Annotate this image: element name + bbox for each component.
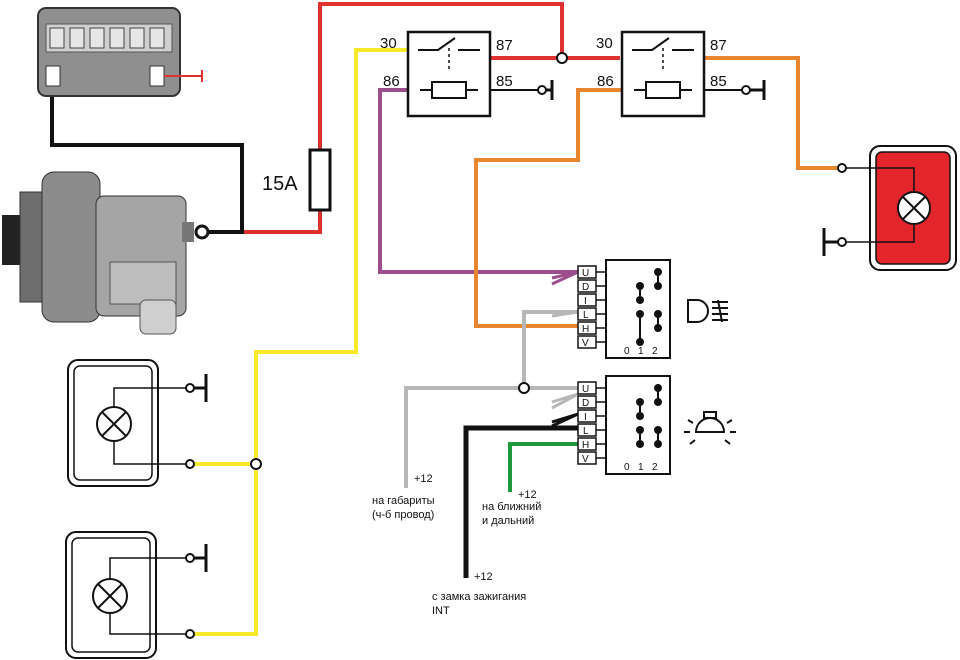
light-bulb-icon [684,411,736,445]
switch-lower-pin-v: V [582,454,589,465]
orange-wire-relay87-lamp [705,56,840,170]
gray-wire-hook-lower [551,392,579,410]
alternator [2,171,210,335]
note-parking-voltage: +12 [414,473,433,485]
yellow-wire-relay30-to-lamps [190,48,408,636]
black-wire-ignition [463,425,578,578]
purple-wire-relay86-switch [378,88,578,274]
note-beams-voltage: +12 [518,489,537,501]
switch-upper-pin-d: D [582,282,589,293]
relay-left: 30 86 87 85 [380,30,554,118]
relay-right-pin86: 86 [597,73,614,90]
switch-upper-pos-1: 1 [638,346,644,357]
gray-wire-hook [551,310,579,318]
junction-red [556,52,568,64]
switch-lower: U D I L H V 0 1 2 [577,375,736,475]
red-wire-fuse-top [318,2,564,150]
battery [37,7,203,97]
red-wire-alternator-fuse [205,190,322,234]
relay-right-pin87: 87 [710,37,727,54]
fuse-rating: 15A [262,173,298,195]
note-beams-line1: на ближний [482,501,541,513]
junction-gray [518,382,530,394]
high-beam-icon [687,299,728,323]
lamp-lower [65,531,208,659]
gray-wire-parking-feed [404,386,524,488]
switch-upper-pin-i: I [584,296,587,307]
relay-right-pin85: 85 [710,73,727,90]
black-wire-battery-alternator [50,85,244,234]
switch-lower-pin-d: D [582,398,589,409]
switch-lower-pos-0: 0 [624,462,630,473]
switch-lower-pin-h: H [582,440,589,451]
note-beams: +12 на ближний и дальний [482,489,541,527]
switch-upper: U D I L H V 0 1 2 [577,259,728,359]
note-ignition-voltage: +12 [474,571,493,583]
junction-yellow [250,458,262,470]
switch-upper-pos-0: 0 [624,346,630,357]
switch-lower-pos-1: 1 [638,462,644,473]
relay-left-pin85: 85 [496,73,513,90]
switch-lower-pin-l: L [583,426,589,437]
black-wire-hook [551,412,579,428]
switch-lower-pin-u: U [582,384,589,395]
switch-upper-pin-u: U [582,268,589,279]
relay-left-pin87: 87 [496,37,513,54]
switch-upper-pin-h: H [582,324,589,335]
note-ignition-line1: с замка зажигания [432,591,526,603]
fuse: 15A [262,148,332,212]
relay-left-pin86: 86 [383,73,400,90]
note-parking: +12 на габариты (ч-б провод) [372,473,435,521]
green-wire-beams [508,442,578,492]
switch-lower-pos-2: 2 [652,462,658,473]
note-parking-line1: на габариты [372,495,435,507]
note-beams-line2: и дальний [482,515,534,527]
relay-left-pin30: 30 [380,35,397,52]
note-parking-line2: (ч-б провод) [372,509,434,521]
lamp-upper [67,359,208,487]
note-ignition-line2: INT [432,605,450,617]
switch-lower-pin-i: I [584,412,587,423]
gray-wire-switch-link [522,310,578,390]
switch-upper-pos-2: 2 [652,346,658,357]
switch-upper-pin-v: V [582,338,589,349]
switch-upper-pin-l: L [583,310,589,321]
relay-right: 30 86 87 85 [596,30,766,118]
note-ignition: +12 с замка зажигания INT [432,571,526,617]
orange-wire-relay86-switch [474,88,622,328]
red-lamp-unit [822,145,957,271]
relay-right-pin30: 30 [596,35,613,52]
